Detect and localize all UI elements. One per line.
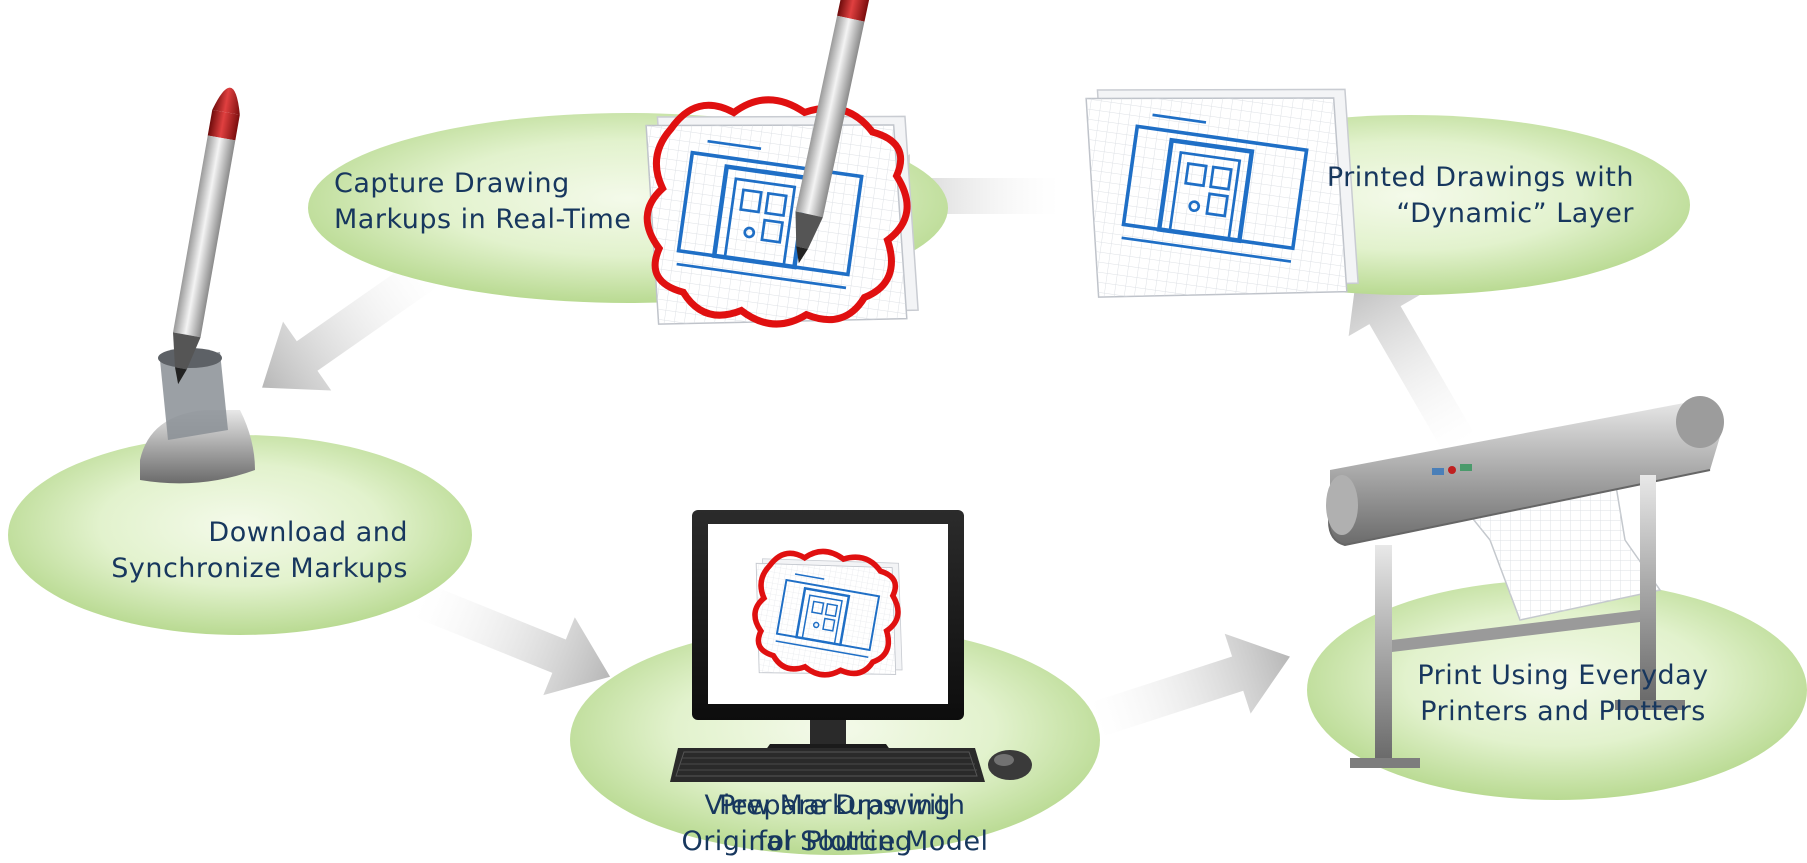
node-download-line-1: Download and [208,517,408,548]
mouse-icon [988,750,1032,780]
arrow-view-to-print [1082,616,1303,760]
node-print-label: Print Using Everyday Printers and Plotte… [1398,658,1728,730]
monitor-icon [692,510,964,758]
node-printed-line-2: “Dynamic” Layer [1396,198,1634,229]
node-print-line-2: Printers and Plotters [1420,696,1706,727]
node-view-b-line-1: Prepare Drawing [718,790,952,821]
pen-dock-icon [140,85,255,484]
node-print-ellipse [1307,580,1807,800]
node-capture-line-1: Capture Drawing [334,168,570,199]
drawing-sheet-icon [618,80,946,361]
node-download-label: Download and Synchronize Markups [48,515,408,587]
node-view-label-b: Prepare Drawing for Plotting [640,788,1030,860]
node-view-a-line-1: View Markups with [704,790,966,821]
node-print-line-1: Print Using Everyday [1417,660,1709,691]
node-view-b-line-2: for Plotting [757,826,913,857]
node-capture-line-2: Markups in Real-Time [334,204,632,235]
plotter-icon [1326,396,1724,768]
node-capture-label: Capture Drawing Markups in Real-Time [334,166,631,238]
node-view-a-line-2: Original Source Model [681,826,989,857]
node-view-label-a: View Markups with Original Source Model [640,788,1030,860]
node-printed-label: Printed Drawings with “Dynamic” Layer [1268,160,1634,232]
node-download-line-2: Synchronize Markups [111,553,408,584]
keyboard-icon [670,748,985,782]
node-download-ellipse [8,435,472,635]
node-printed-line-1: Printed Drawings with [1326,162,1634,193]
